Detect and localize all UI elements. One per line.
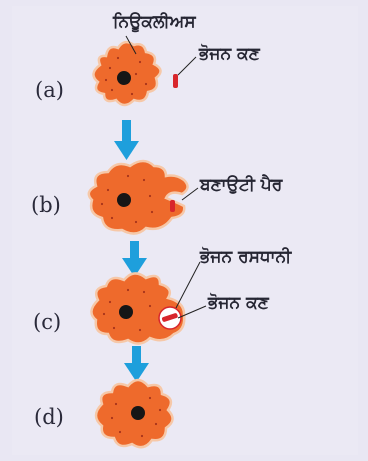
amoeba-d-nucleus [131,406,145,420]
amoeba-a-nucleus [117,71,131,85]
arrow-b-to-c [122,241,147,277]
stage-label-a: (a) [35,78,64,102]
label-pseudopodia: ਬਣਾਉਟੀ ਪੈਰ [200,175,282,195]
food-particle-b [170,200,175,212]
stage-label-c: (c) [33,310,61,334]
label-nucleus: ਨਿਊਕਲੀਅਸ [113,12,196,32]
amoeba-a [93,36,196,105]
amoeba-b-nucleus [117,193,131,207]
stage-label-b: (b) [31,193,61,217]
label-food-particle-c: ਭੋਜਨ ਕਣ [208,293,269,313]
label-food-particle-a: ਭੋਜਨ ਕਣ [199,44,260,64]
arrow-a-to-b [114,120,139,160]
food-vacuole-leader [176,262,200,308]
amoeba-c [91,262,206,344]
amoeba-b-body [89,161,188,234]
amoeba-b [89,161,198,234]
food-particle-a [173,74,178,88]
arrow-c-to-d [124,346,149,382]
amoeba-c-nucleus [119,305,133,319]
stage-label-d: (d) [34,405,64,429]
amoeba-d [96,380,173,447]
food-particle-a-leader [178,57,196,75]
label-food-vacuole: ਭੋਜਨ ਰਸਧਾਨੀ [200,247,291,267]
